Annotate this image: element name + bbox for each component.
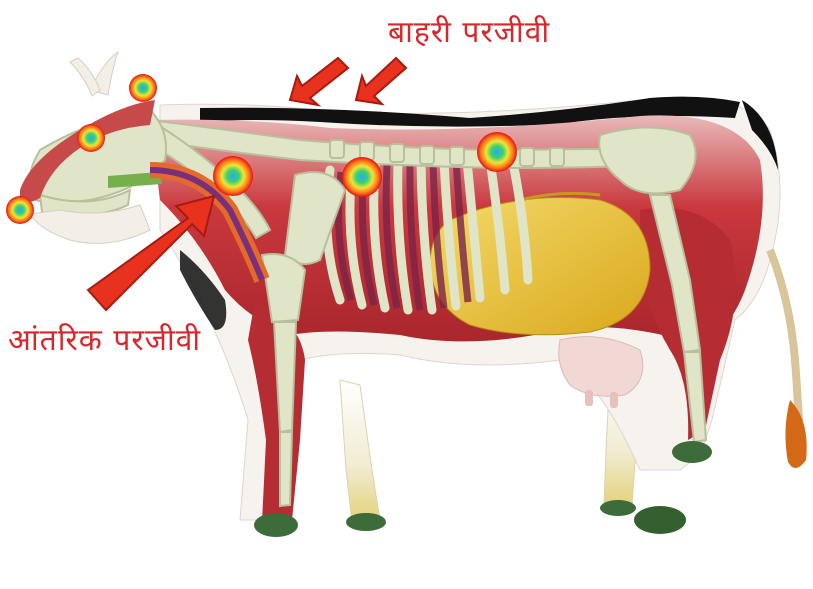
- arrow-external-2-icon: [356, 58, 406, 104]
- arrow-external-1-icon: [290, 58, 348, 105]
- external-parasites-label: बाहरी परजीवी: [388, 10, 550, 51]
- hotspot-target-icon: [342, 157, 382, 197]
- tail: [770, 250, 807, 468]
- internal-parasites-label: आंतरिक परजीवी: [8, 318, 201, 359]
- hotspot-target-icon: [477, 132, 517, 172]
- hotspot-target-icon: [77, 124, 105, 152]
- hotspot-target-icon: [6, 196, 34, 224]
- hotspot-target-icon: [213, 156, 253, 196]
- hotspot-target-icon: [129, 74, 157, 102]
